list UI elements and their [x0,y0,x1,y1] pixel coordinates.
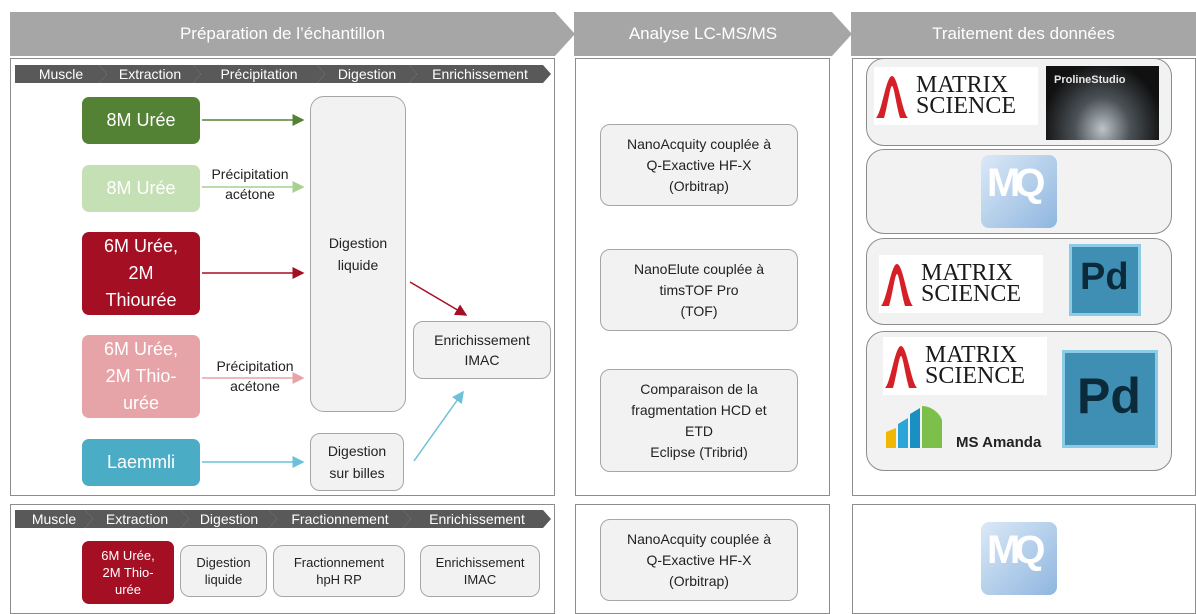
proline-studio-logo: ProlineStudio [1046,66,1159,140]
workflow-step: Digestion [181,510,277,528]
header-lcms-label: Analyse LC-MS/MS [628,24,778,43]
matrix-science-icon [885,346,917,388]
matrix-science-logo: MATRIX SCIENCE [874,67,1038,125]
lysis-laemmli: Laemmli [82,439,200,486]
matrix-science-text: MATRIX SCIENCE [925,342,1026,389]
fractionation-box-bottom: Fractionnement hpH RP [273,545,405,597]
workflow-step: Digestion [317,65,417,83]
matrix-science-logo: MATRIX SCIENCE [879,255,1043,313]
workflow-step-label: Enrichissement [429,511,525,527]
lysis-label: 6M Urée, 2M Thiourée [103,236,179,310]
workflow-strip-2: Muscle Extraction Digestion Fractionneme… [15,510,551,528]
arrow-to-enrichment-blue [413,390,464,462]
digestion-liquide-box: Digestion liquide [310,96,406,412]
instrument-timstof: NanoElute couplée à timsTOF Pro (TOF) [600,249,798,331]
lysis-label: 8M Urée [106,178,176,198]
workflow-step-label: Muscle [31,511,77,527]
fractionation-label: Fractionnement hpH RP [293,555,385,587]
workflow-step: Extraction [99,65,201,83]
workflow-step: Enrichissement [409,65,551,83]
ms-amanda-icon [886,406,942,448]
instrument-orbitrap: NanoAcquity couplée à Q-Exactive HF-X (O… [600,124,798,206]
enrichment-imac-box: Enrichissement IMAC [413,321,551,379]
instrument-label: NanoAcquity couplée à Q-Exactive HF-X (O… [627,530,771,589]
maxquant-text: MQ [987,528,1045,572]
precipitation-label: Précipitation acétone [211,166,289,202]
lysis-label: 6M Urée, 2M Thio- urée [101,548,155,597]
lysis-label: Laemmli [106,452,176,472]
workflow-step: Extraction [85,510,189,528]
ms-amanda-text: MS Amanda [956,434,1042,451]
workflow-step: Fractionnement [269,510,411,528]
proteome-discoverer-logo: Pd [1062,350,1158,448]
header-sample-prep: Préparation de l’échantillon [10,12,575,56]
proteome-discoverer-text: Pd [1077,368,1141,424]
header-sample-prep-label: Préparation de l’échantillon [179,24,386,43]
lysis-8m-uree-precip: 8M Urée [82,165,200,212]
workflow-step-label: Fractionnement [291,511,389,527]
lysis-6m-uree-2m-thiouree-bottom: 6M Urée, 2M Thio- urée [82,541,174,604]
maxquant-logo: MQ [981,155,1057,228]
workflow-step: Précipitation [193,65,325,83]
digestion-liquide-label: Digestion liquide [196,555,251,587]
enrichment-imac-label: Enrichissement IMAC [434,332,530,368]
digestion-billes-label: Digestion sur billes [327,443,387,481]
header-lcms: Analyse LC-MS/MS [574,12,852,56]
lysis-label: 6M Urée, 2M Thio- urée [103,339,179,413]
ms-amanda-logo: MS Amanda [880,398,1060,456]
matrix-science-text: MATRIX SCIENCE [916,72,1017,119]
workflow-step-label: Précipitation [220,66,298,82]
matrix-science-logo: MATRIX SCIENCE [883,337,1047,395]
proline-studio-text: ProlineStudio [1054,74,1126,86]
workflow-step-label: Extraction [105,511,169,527]
digestion-billes-box: Digestion sur billes [310,433,404,491]
matrix-science-icon [876,76,908,118]
lysis-6m-uree-2m-thiouree: 6M Urée, 2M Thiourée [82,232,200,315]
workflow-step-label: Muscle [38,66,84,82]
instrument-orbitrap-bottom: NanoAcquity couplée à Q-Exactive HF-X (O… [600,519,798,601]
maxquant-logo: MQ [981,522,1057,595]
maxquant-text: MQ [987,161,1045,205]
lysis-label: 8M Urée [106,110,176,130]
workflow-step-label: Extraction [118,66,182,82]
arrow-to-enrichment-red [409,281,468,316]
proteome-discoverer-logo: Pd [1069,244,1141,316]
matrix-science-icon [881,264,913,306]
instrument-label: NanoAcquity couplée à Q-Exactive HF-X (O… [627,135,771,194]
header-data-processing: Traitement des données [851,12,1196,56]
digestion-liquide-label: Digestion liquide [328,235,388,273]
workflow-step-label: Enrichissement [432,66,528,82]
lysis-6m-uree-2m-thiouree-precip: 6M Urée, 2M Thio- urée [82,335,200,418]
instrument-label: NanoElute couplée à timsTOF Pro (TOF) [634,260,764,319]
workflow-step: Muscle [15,510,93,528]
enrichment-imac-box-bottom: Enrichissement IMAC [420,545,540,597]
workflow-step-label: Digestion [337,66,397,82]
workflow-strip-1: Muscle Extraction Précipitation Digestio… [15,65,551,83]
lysis-8m-uree: 8M Urée [82,97,200,144]
matrix-science-text: MATRIX SCIENCE [921,260,1022,307]
digestion-liquide-box-bottom: Digestion liquide [180,545,267,597]
instrument-label: Comparaison de la fragmentation HCD et E… [631,380,767,460]
header-data-processing-label: Traitement des données [932,24,1115,43]
workflow-step-label: Digestion [199,511,259,527]
proteome-discoverer-text: Pd [1080,256,1129,298]
workflow-step: Muscle [15,65,107,83]
precipitation-label: Précipitation acétone [216,358,294,394]
enrichment-imac-label: Enrichissement IMAC [435,555,525,587]
workflow-step: Enrichissement [403,510,551,528]
instrument-eclipse: Comparaison de la fragmentation HCD et E… [600,369,798,472]
